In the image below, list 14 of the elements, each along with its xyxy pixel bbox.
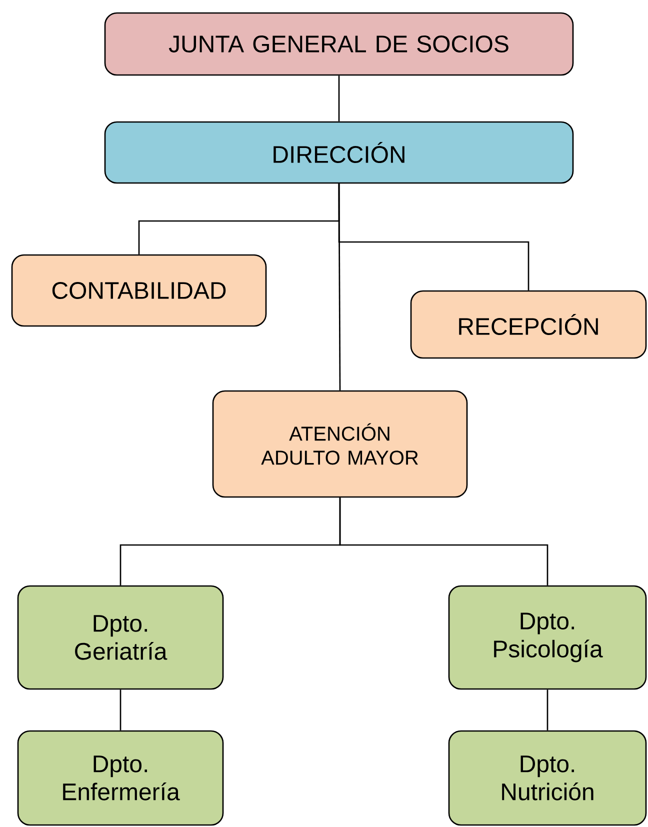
connector-line: [339, 498, 548, 586]
org-box: Dpto. Psicología: [448, 585, 647, 690]
org-box: CONTABILIDAD: [11, 254, 267, 327]
connector-line: [546, 690, 548, 730]
org-box: ATENCIÓN ADULTO MAYOR: [212, 390, 468, 498]
org-box: Dpto. Geriatría: [17, 585, 224, 690]
org-box: Dpto. Nutrición: [448, 730, 647, 826]
org-box: DIRECCIÓN: [104, 121, 574, 184]
connector-line: [120, 690, 122, 730]
org-box: RECEPCIÓN: [410, 290, 647, 359]
connector-line: [338, 184, 341, 390]
connector-line: [338, 76, 340, 122]
org-box: JUNTA GENERAL DE SOCIOS: [104, 12, 574, 76]
org-box: Dpto. Enfermería: [17, 730, 224, 826]
